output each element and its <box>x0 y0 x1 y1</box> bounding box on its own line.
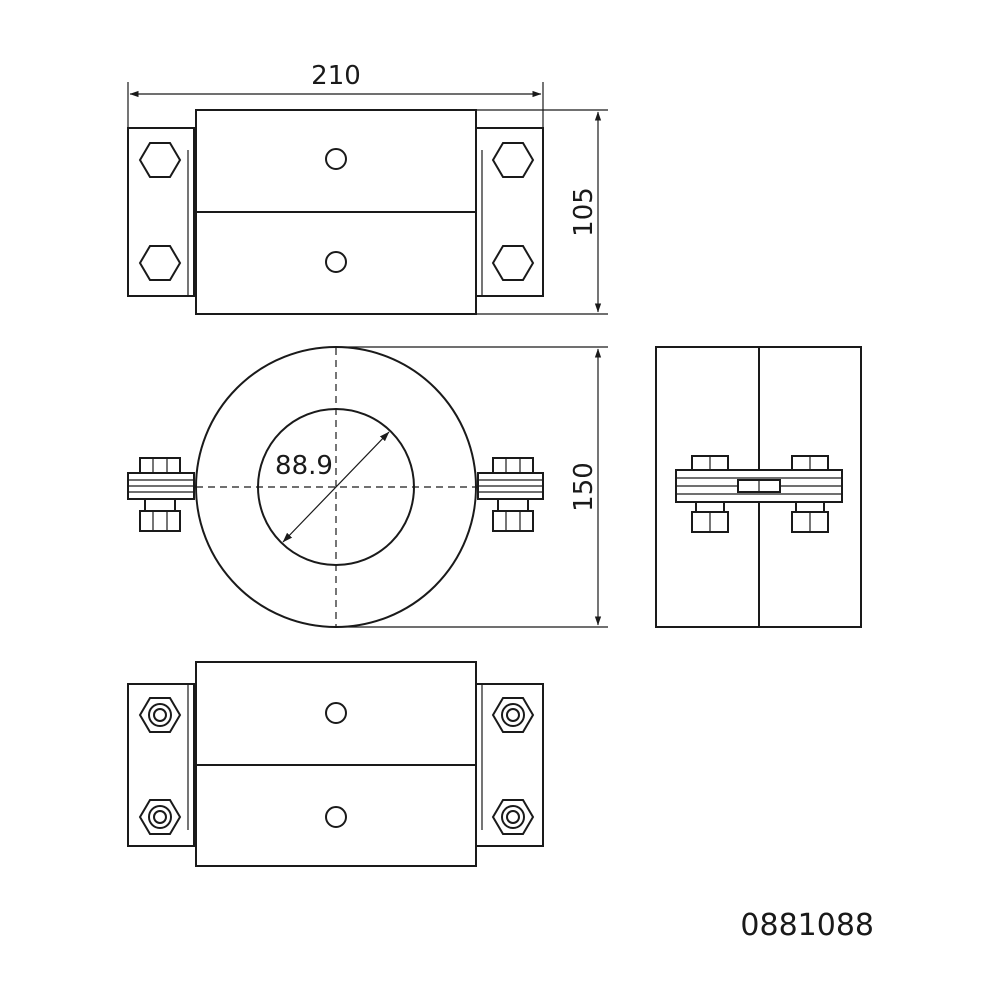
hole <box>325 702 347 724</box>
diameter-dimension: 88.9 <box>275 451 333 481</box>
top-view: 210 105 <box>127 61 608 315</box>
nut-icon <box>139 510 181 532</box>
nut-icon <box>492 510 534 532</box>
article-number: 0881088 <box>740 908 874 943</box>
depth-dimension: 150 <box>569 462 599 512</box>
height-dimension: 105 <box>569 187 599 237</box>
nut-icon <box>139 457 181 474</box>
hole <box>325 148 347 170</box>
hole <box>325 251 347 273</box>
hex-nut-icon <box>491 697 535 733</box>
nut-icon <box>492 457 534 474</box>
hex-bolt-icon <box>138 142 182 178</box>
hex-nut-icon <box>491 799 535 835</box>
hex-bolt-icon <box>138 245 182 281</box>
hex-nut-icon <box>138 697 182 733</box>
hex-bolt-icon <box>491 245 535 281</box>
diameter-dimension-line <box>282 431 390 543</box>
front-view: 88.9 150 <box>127 346 608 628</box>
side-view <box>655 346 862 628</box>
hex-nut-icon <box>138 799 182 835</box>
bottom-view <box>127 661 544 867</box>
hex-bolt-icon <box>491 142 535 178</box>
hole <box>325 806 347 828</box>
width-dimension: 210 <box>311 61 361 91</box>
